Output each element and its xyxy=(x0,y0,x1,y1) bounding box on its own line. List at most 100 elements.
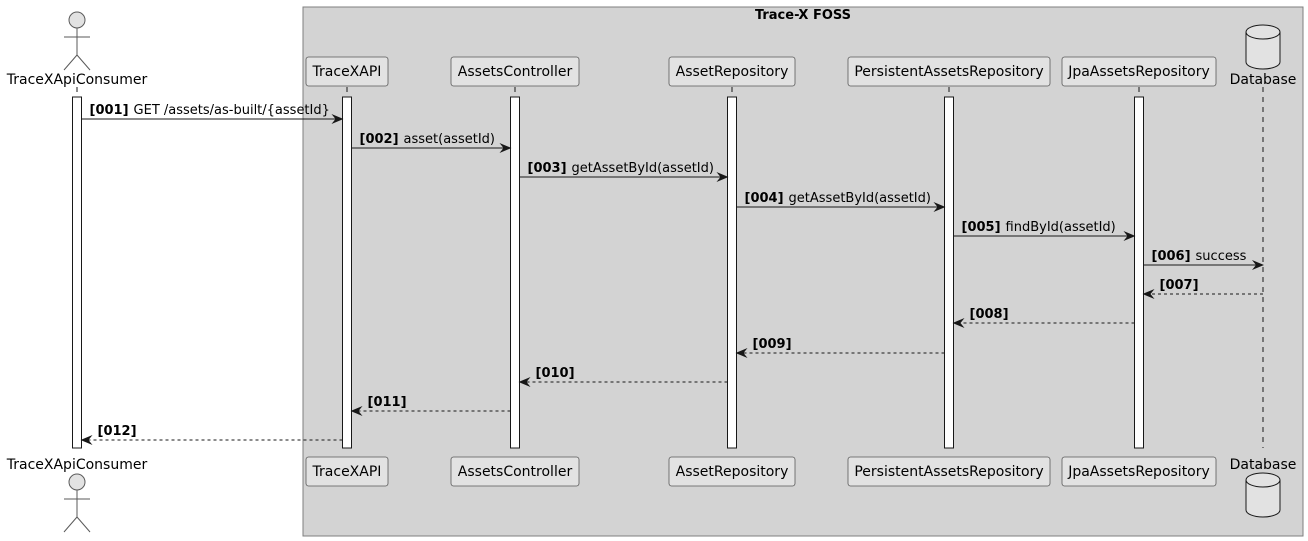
message-4: [004] getAssetById(assetId) xyxy=(736,191,946,212)
database-body xyxy=(1245,472,1281,518)
message-number: [010] xyxy=(536,366,575,381)
activation-bars xyxy=(72,96,1144,449)
participant-box-persistent: PersistentAssetsRepository xyxy=(847,56,1051,87)
message-label: [001] GET /assets/as-built/{assetId} xyxy=(90,103,330,118)
actor-figure-bottom xyxy=(63,473,91,533)
message-11: [011] xyxy=(350,395,511,416)
message-number: [002] xyxy=(360,132,399,147)
message-text: asset(assetId) xyxy=(404,132,495,147)
messages: [001] GET /assets/as-built/{assetId} [002]… xyxy=(80,103,1264,445)
message-2: [002] asset(assetId) xyxy=(351,132,512,153)
message-label: [005] findById(assetId) xyxy=(962,220,1116,235)
participant-label-persistent: PersistentAssetsRepository xyxy=(854,464,1043,480)
database-icon-bottom xyxy=(1245,472,1281,518)
activation-bar-persistent xyxy=(944,96,954,449)
message-text: GET /assets/as-built/{assetId} xyxy=(134,103,330,118)
participant-label-controller: AssetsController xyxy=(458,464,573,480)
activation-bar-repo xyxy=(727,96,737,449)
message-number: [004] xyxy=(745,191,784,206)
message-label: [006] success xyxy=(1152,249,1247,264)
message-label: [002] asset(assetId) xyxy=(360,132,495,147)
participant-rect xyxy=(668,56,796,87)
actor-left-leg xyxy=(63,516,78,533)
actor-figure xyxy=(63,11,91,71)
database-icon xyxy=(1245,24,1281,70)
database-rim xyxy=(1245,31,1281,40)
group-title: Trace-X FOSS xyxy=(755,8,851,23)
actor-head-icon xyxy=(68,473,86,491)
participant-label-persistent: PersistentAssetsRepository xyxy=(854,64,1043,80)
message-number: [007] xyxy=(1160,278,1199,293)
message-number: [005] xyxy=(962,220,1001,235)
message-number: [009] xyxy=(753,337,792,352)
actor-right-leg xyxy=(76,516,91,533)
participant-rect xyxy=(450,56,580,87)
participant-box-repo: AssetRepository xyxy=(668,56,796,87)
message-text: getAssetById(assetId) xyxy=(789,191,931,206)
message-label: [010] xyxy=(536,366,575,381)
message-9: [009] xyxy=(735,337,945,358)
participant-label-controller: AssetsController xyxy=(458,64,573,80)
message-12: [012] xyxy=(80,424,343,445)
participant-rect xyxy=(305,56,389,87)
message-number: [008] xyxy=(970,307,1009,322)
actor-right-leg xyxy=(76,54,91,71)
message-text: findById(assetId) xyxy=(1006,220,1116,235)
message-number: [006] xyxy=(1152,249,1191,264)
actor-left-leg xyxy=(63,54,78,71)
participants: TraceXApiConsumerTraceXApiConsumerTraceX… xyxy=(6,11,1297,533)
participant-rect xyxy=(1061,456,1217,487)
activation-bar-jpa xyxy=(1134,96,1144,449)
participant-rect xyxy=(847,56,1051,87)
database-rim xyxy=(1245,479,1281,488)
message-number: [003] xyxy=(528,161,567,176)
message-label: [012] xyxy=(98,424,137,439)
message-label: [009] xyxy=(753,337,792,352)
message-7: [007] xyxy=(1142,278,1263,299)
message-number: [012] xyxy=(98,424,137,439)
participant-rect xyxy=(450,456,580,487)
message-text: success xyxy=(1196,249,1247,264)
participant-label-repo: AssetRepository xyxy=(676,464,789,480)
message-number: [011] xyxy=(368,395,407,410)
message-5: [005] findById(assetId) xyxy=(953,220,1136,241)
participant-rect xyxy=(1061,56,1217,87)
database-body xyxy=(1245,24,1281,70)
activation-bar-consumer xyxy=(72,96,82,449)
participant-label-repo: AssetRepository xyxy=(676,64,789,80)
participant-box-api: TraceXAPI xyxy=(305,456,389,487)
participant-label-jpa: JpaAssetsRepository xyxy=(1067,464,1210,480)
message-6: [006] success xyxy=(1143,249,1264,270)
participant-label-consumer: TraceXApiConsumer xyxy=(6,72,148,88)
participant-label-api: TraceXAPI xyxy=(312,464,382,480)
message-label: [003] getAssetById(assetId) xyxy=(528,161,714,176)
message-label: [008] xyxy=(970,307,1009,322)
message-10: [010] xyxy=(518,366,728,387)
participant-box-api: TraceXAPI xyxy=(305,56,389,87)
participant-box-repo: AssetRepository xyxy=(668,456,796,487)
message-1: [001] GET /assets/as-built/{assetId} xyxy=(81,103,344,124)
message-8: [008] xyxy=(952,307,1135,328)
message-3: [003] getAssetById(assetId) xyxy=(519,161,729,182)
participant-label-jpa: JpaAssetsRepository xyxy=(1067,64,1210,80)
participant-rect xyxy=(305,456,389,487)
participant-box-jpa: JpaAssetsRepository xyxy=(1061,56,1217,87)
message-label: [007] xyxy=(1160,278,1199,293)
activation-bar-controller xyxy=(510,96,520,449)
participant-box-persistent: PersistentAssetsRepository xyxy=(847,456,1051,487)
participant-label-api: TraceXAPI xyxy=(312,64,382,80)
participant-label-consumer-bottom: TraceXApiConsumer xyxy=(6,457,148,473)
actor-head-icon xyxy=(68,11,86,29)
participant-rect xyxy=(847,456,1051,487)
participant-label-db: Database xyxy=(1230,72,1297,88)
message-number: [001] xyxy=(90,103,129,118)
message-text: getAssetById(assetId) xyxy=(572,161,714,176)
participant-box-controller: AssetsController xyxy=(450,456,580,487)
participant-box-jpa: JpaAssetsRepository xyxy=(1061,456,1217,487)
activation-bar-api xyxy=(342,96,352,449)
participant-label-db-bottom: Database xyxy=(1230,457,1297,473)
message-label: [011] xyxy=(368,395,407,410)
message-label: [004] getAssetById(assetId) xyxy=(745,191,931,206)
participant-rect xyxy=(668,456,796,487)
